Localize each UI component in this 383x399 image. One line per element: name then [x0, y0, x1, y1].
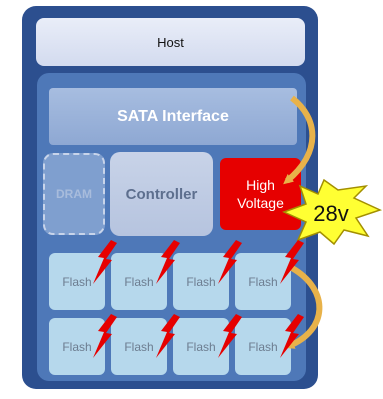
flash-label: Flash [124, 339, 154, 354]
flash-cell: Flash [173, 318, 229, 375]
flash-label: Flash [124, 274, 154, 289]
flash-label: Flash [186, 274, 216, 289]
dram-label: DRAM [56, 187, 92, 201]
dram-block: DRAM [43, 153, 105, 235]
sata-label: SATA Interface [117, 107, 229, 125]
flash-cell: Flash [111, 318, 167, 375]
high-voltage-line1: High [246, 177, 275, 193]
flash-cell: Flash [49, 253, 105, 310]
host-block: Host [36, 18, 305, 66]
flash-label: Flash [186, 339, 216, 354]
flash-label: Flash [248, 274, 278, 289]
flash-cell: Flash [235, 318, 291, 375]
flash-cell: Flash [235, 253, 291, 310]
flash-cell: Flash [111, 253, 167, 310]
controller-label: Controller [125, 185, 198, 203]
controller-block: Controller [110, 152, 213, 236]
flash-label: Flash [62, 339, 92, 354]
flash-label: Flash [62, 274, 92, 289]
sata-interface-block: SATA Interface [49, 88, 297, 145]
voltage-badge-label: 28v [313, 201, 348, 226]
flash-cell: Flash [173, 253, 229, 310]
high-voltage-block: High Voltage [220, 158, 301, 230]
flash-cell: Flash [49, 318, 105, 375]
host-label: Host [157, 34, 184, 50]
flash-label: Flash [248, 339, 278, 354]
high-voltage-line2: Voltage [237, 195, 284, 211]
